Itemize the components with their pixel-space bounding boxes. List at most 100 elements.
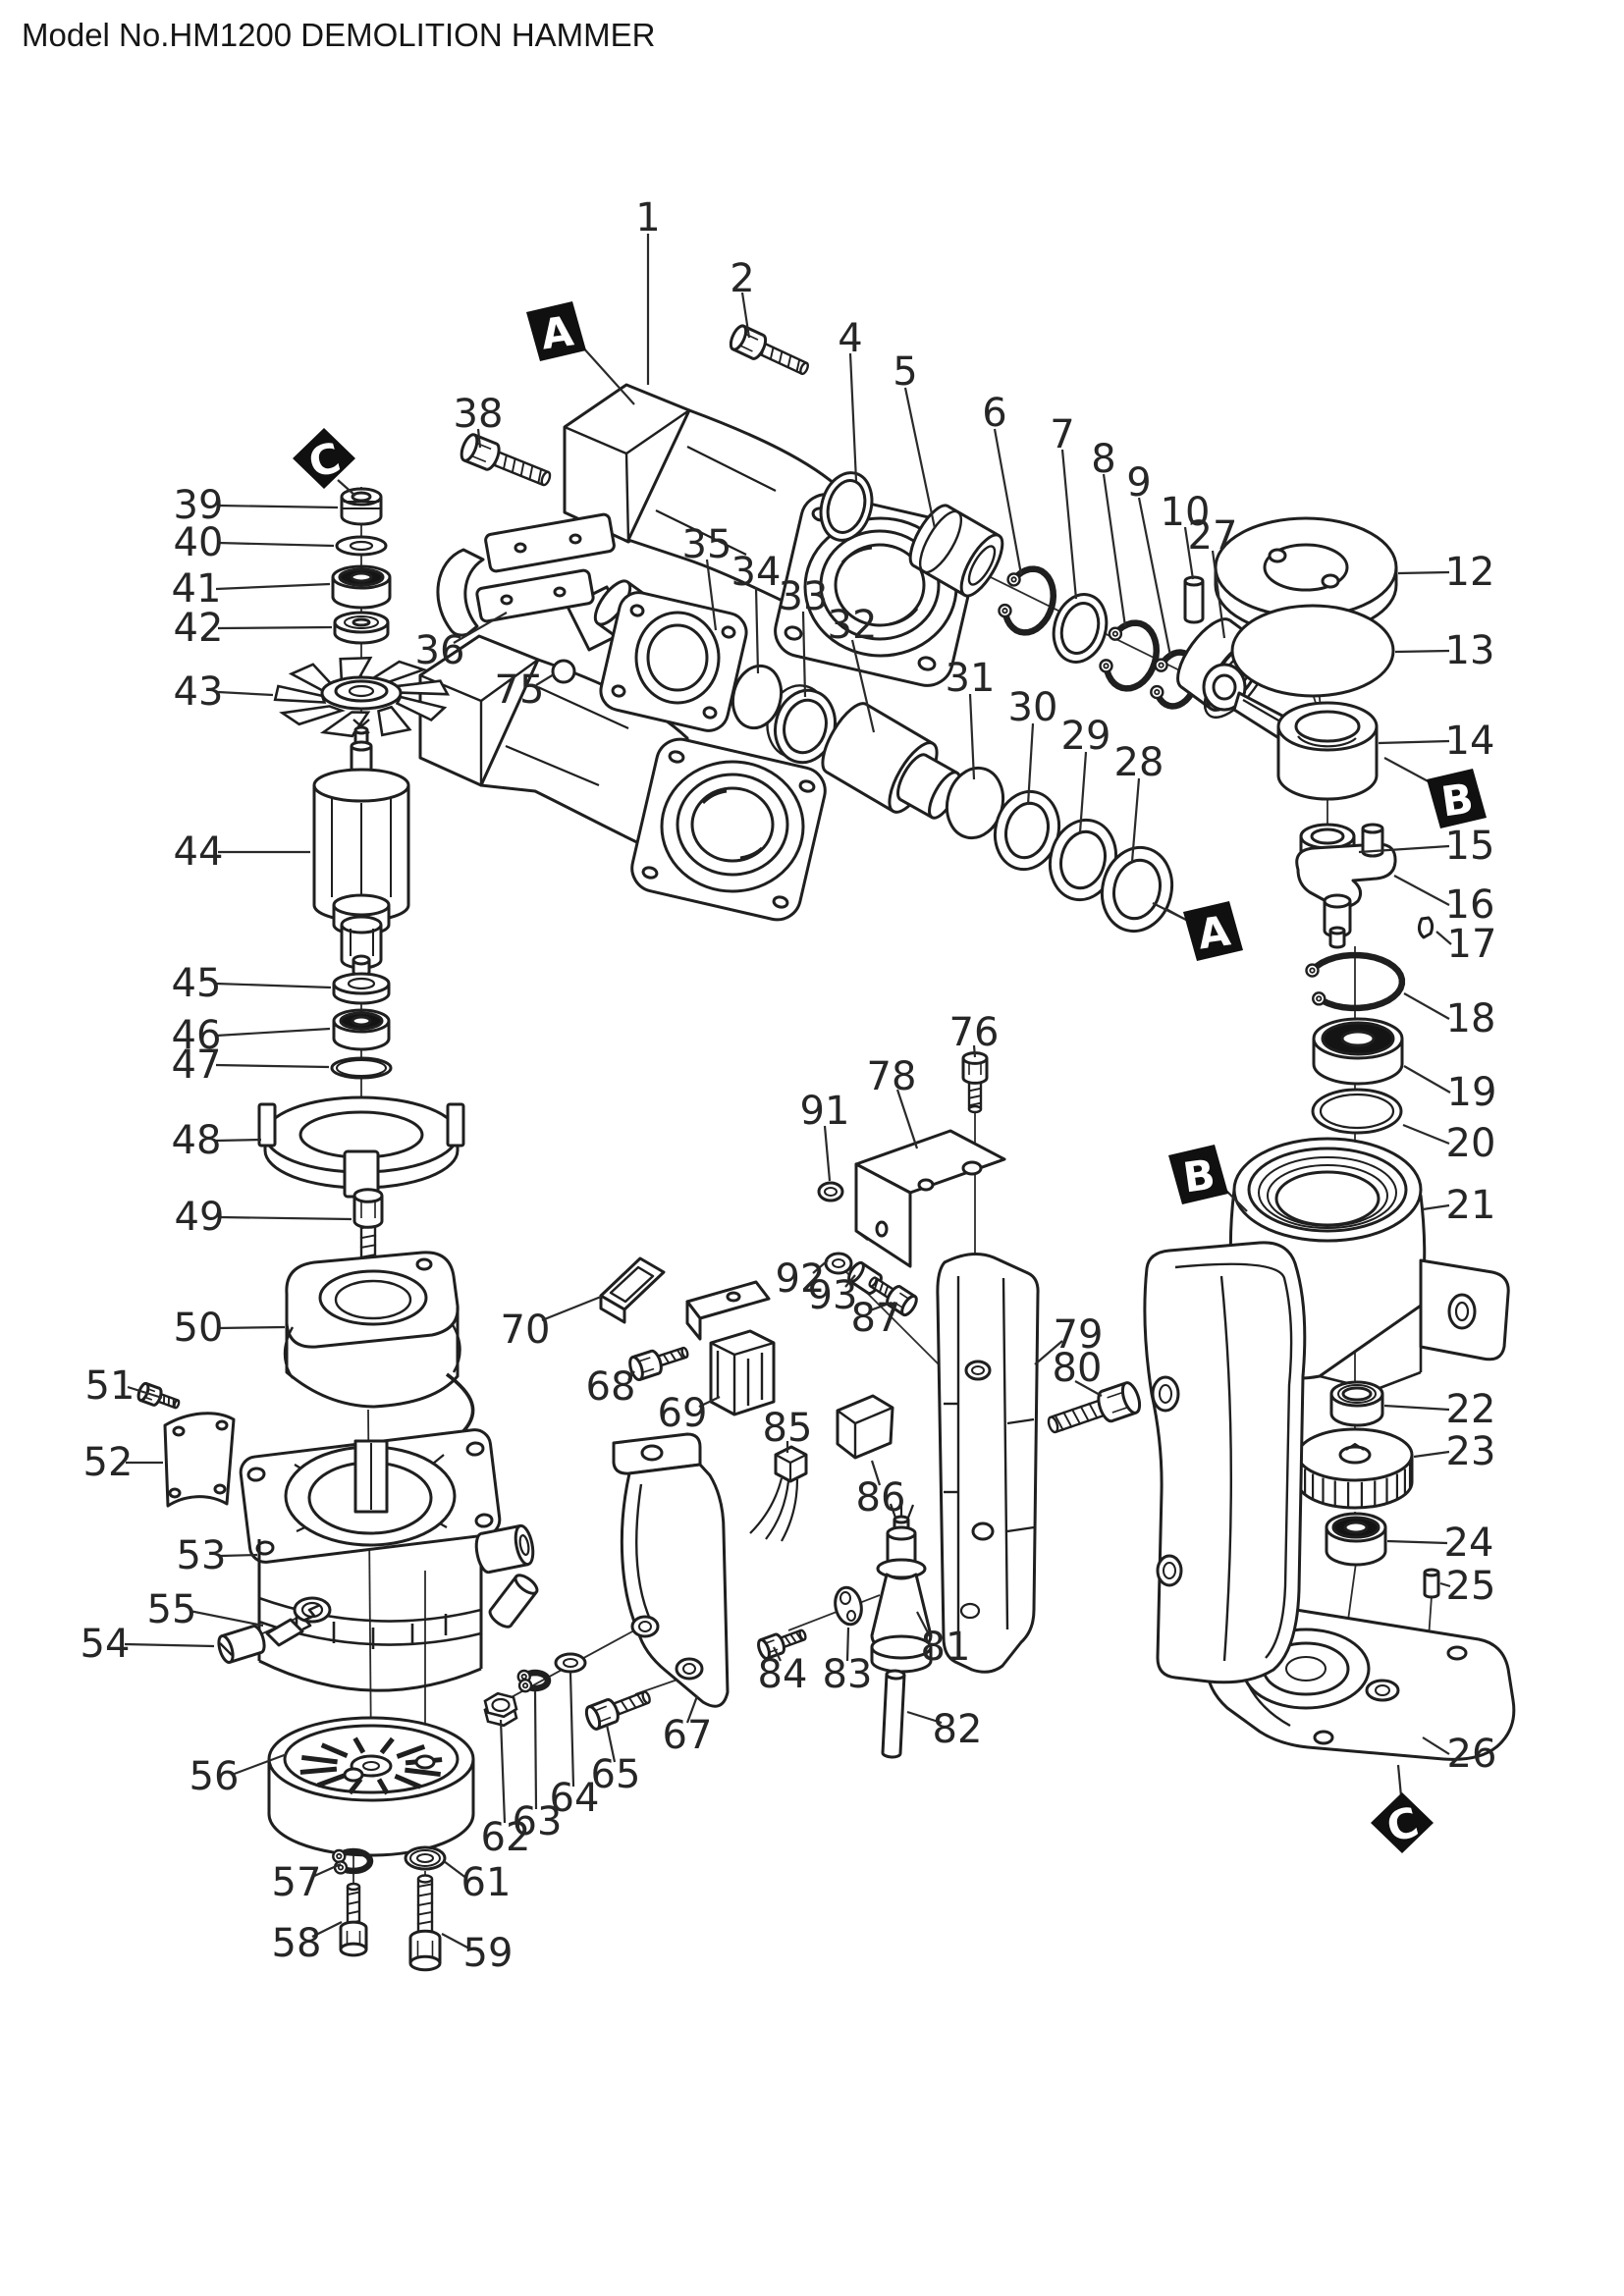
part-label-47: 47 [172,1042,222,1088]
leader-line [1403,1065,1451,1094]
part-shape [514,542,527,554]
part-shape [1112,858,1162,921]
part-shape [757,1629,807,1661]
part-label-36: 36 [415,628,465,673]
part-shape [1423,1568,1440,1599]
part-shape [1174,1262,1293,1659]
part-label-52: 52 [83,1440,134,1485]
part-shape [834,543,926,627]
part-shape [553,586,567,598]
leader-line [823,1125,832,1182]
leader-line [541,1295,602,1322]
part-shape [516,1669,552,1693]
part-shape [217,1625,266,1664]
leader-line [754,586,760,674]
part-shape [419,659,539,785]
part-shape [870,1634,933,1674]
part-shape [918,509,963,574]
part-label-70: 70 [501,1308,551,1353]
assembly-marker-A: A [526,301,586,361]
part-shape [474,1513,494,1528]
part-shape [352,954,371,978]
part-shape [917,1178,935,1192]
part-label-65: 65 [591,1752,641,1797]
part-shape [783,698,828,755]
part-label-29: 29 [1061,714,1111,759]
leader-line [215,582,331,591]
part-label-7: 7 [1050,412,1074,457]
leader-line [1060,449,1078,600]
part-shape [710,1341,775,1415]
part-label-10: 10 [1161,490,1211,535]
part-shape [1059,829,1107,890]
part-label-39: 39 [174,483,224,528]
part-label-91: 91 [800,1089,850,1134]
part-shape [348,684,375,698]
part-shape [749,1477,784,1534]
part-shape [846,1610,856,1622]
leader-line [1137,497,1172,657]
part-shape [1212,673,1237,701]
part-label-15: 15 [1445,824,1495,869]
part-shape [336,1059,387,1077]
part-shape [702,706,718,720]
part-label-34: 34 [731,550,782,595]
leader-line [217,541,335,548]
part-shape [889,608,919,626]
part-shape [646,623,709,692]
leader-line [848,352,858,482]
part-shape [172,1425,186,1437]
part-shape [475,568,595,623]
part-shape [629,604,645,617]
part-shape [408,1874,442,1972]
leader-line [968,693,976,780]
part-shape [215,1419,229,1431]
part-label-13: 13 [1445,628,1495,673]
part-shape [868,1276,918,1317]
leader-line [903,387,937,529]
part-shape [837,1406,893,1458]
part-label-49: 49 [175,1195,225,1240]
part-label-25: 25 [1446,1564,1496,1609]
part-label-76: 76 [949,1010,1000,1055]
part-shape [1341,1386,1373,1402]
part-shape [416,1853,434,1863]
part-shape [798,779,816,793]
part-shape [1296,1427,1414,1510]
leader-line [1422,1203,1450,1211]
part-shape [1446,1645,1468,1661]
part-shape [334,679,389,703]
part-shape [488,1574,539,1629]
part-shape [731,664,784,730]
part-shape [285,1306,460,1409]
leader-line [844,1274,856,1288]
part-shape [1052,593,1109,664]
part-shape [362,1761,380,1771]
leader-line [499,1719,507,1824]
part-shape [246,1467,266,1482]
part-label-22: 22 [1446,1387,1496,1432]
part-label-55: 55 [147,1587,197,1632]
part-label-46: 46 [172,1013,222,1058]
leader-line [1383,757,1435,785]
leader-line [215,982,332,989]
part-shape [1298,1463,1412,1508]
part-shape [635,1483,654,1625]
part-label-57: 57 [272,1860,322,1905]
part-shape [839,1591,851,1605]
part-label-93: 93 [808,1273,858,1318]
part-label-26: 26 [1447,1732,1497,1777]
marker-letter: B [1180,1149,1218,1201]
part-shape [1268,548,1287,563]
leader-line [1394,649,1450,654]
part-shape [339,1882,368,1957]
leader-line [972,1044,977,1058]
part-shape [701,789,728,805]
part-shape [1004,801,1050,860]
part-shape [832,1258,845,1268]
leader-line [916,1611,932,1639]
leader-line [685,1695,699,1724]
part-shape [641,866,659,880]
part-shape [1047,1381,1142,1434]
